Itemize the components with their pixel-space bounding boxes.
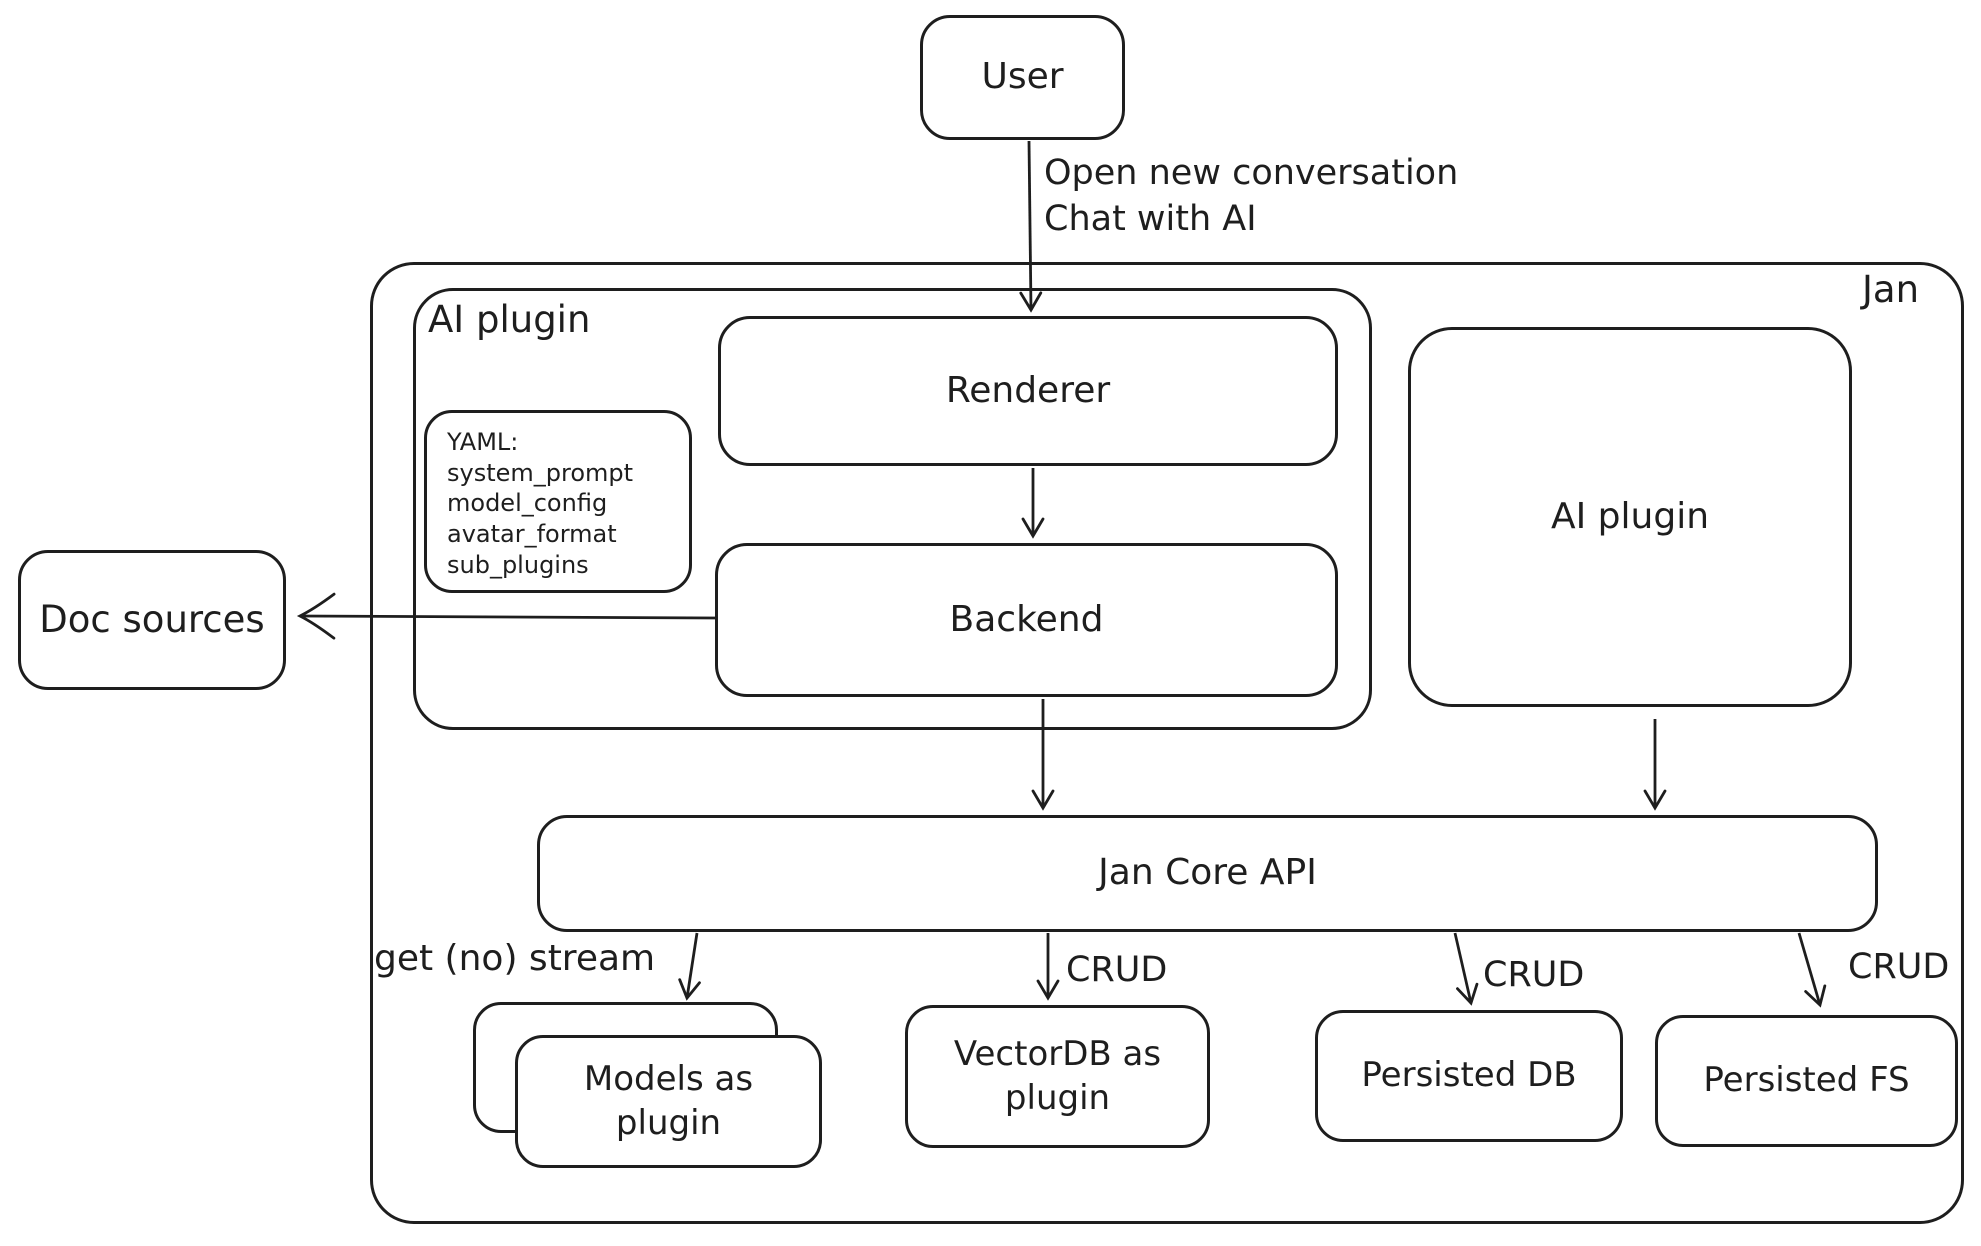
ai-plugin-right-label: AI plugin	[1550, 495, 1710, 537]
edge-label-crud-vectordb: CRUD	[1066, 950, 1168, 990]
jan-container	[370, 262, 1964, 1224]
jan-core-api-label: Jan Core API	[1098, 852, 1317, 894]
user-node-label: User	[981, 56, 1064, 98]
yaml-note-text: YAML: system_prompt model_config avatar_…	[447, 428, 634, 579]
edge-label-crud-persisted-db: CRUD	[1483, 955, 1585, 995]
vectordb-plugin-node: VectorDB as plugin	[905, 1005, 1210, 1148]
ai-plugin-group-label: AI plugin	[428, 298, 591, 341]
backend-node-label: Backend	[949, 598, 1104, 640]
ai-plugin-group	[413, 288, 1372, 730]
edge-label-user-flow: Open new conversation Chat with AI	[1044, 153, 1459, 239]
yaml-note: YAML: system_prompt model_config avatar_…	[424, 410, 692, 593]
jan-core-api-node: Jan Core API	[537, 815, 1878, 932]
edge-label-get-no-stream: get (no) stream	[374, 938, 656, 979]
persisted-db-node: Persisted DB	[1315, 1010, 1623, 1142]
doc-sources-label: Doc sources	[39, 598, 265, 642]
renderer-node-label: Renderer	[945, 369, 1111, 411]
doc-sources-node: Doc sources	[18, 550, 286, 690]
renderer-node: Renderer	[718, 316, 1338, 466]
edge-label-crud-persisted-fs: CRUD	[1848, 947, 1950, 987]
persisted-db-label: Persisted DB	[1361, 1055, 1577, 1096]
persisted-fs-label: Persisted FS	[1703, 1060, 1910, 1101]
persisted-fs-node: Persisted FS	[1655, 1015, 1958, 1147]
user-node: User	[920, 15, 1125, 140]
jan-container-label: Jan	[1862, 268, 1920, 311]
models-plugin-node: Models as plugin	[515, 1035, 822, 1168]
backend-node: Backend	[715, 543, 1338, 697]
ai-plugin-right-node: AI plugin	[1408, 327, 1852, 707]
vectordb-plugin-label: VectorDB as plugin	[953, 1033, 1162, 1118]
models-plugin-label: Models as plugin	[583, 1058, 754, 1143]
